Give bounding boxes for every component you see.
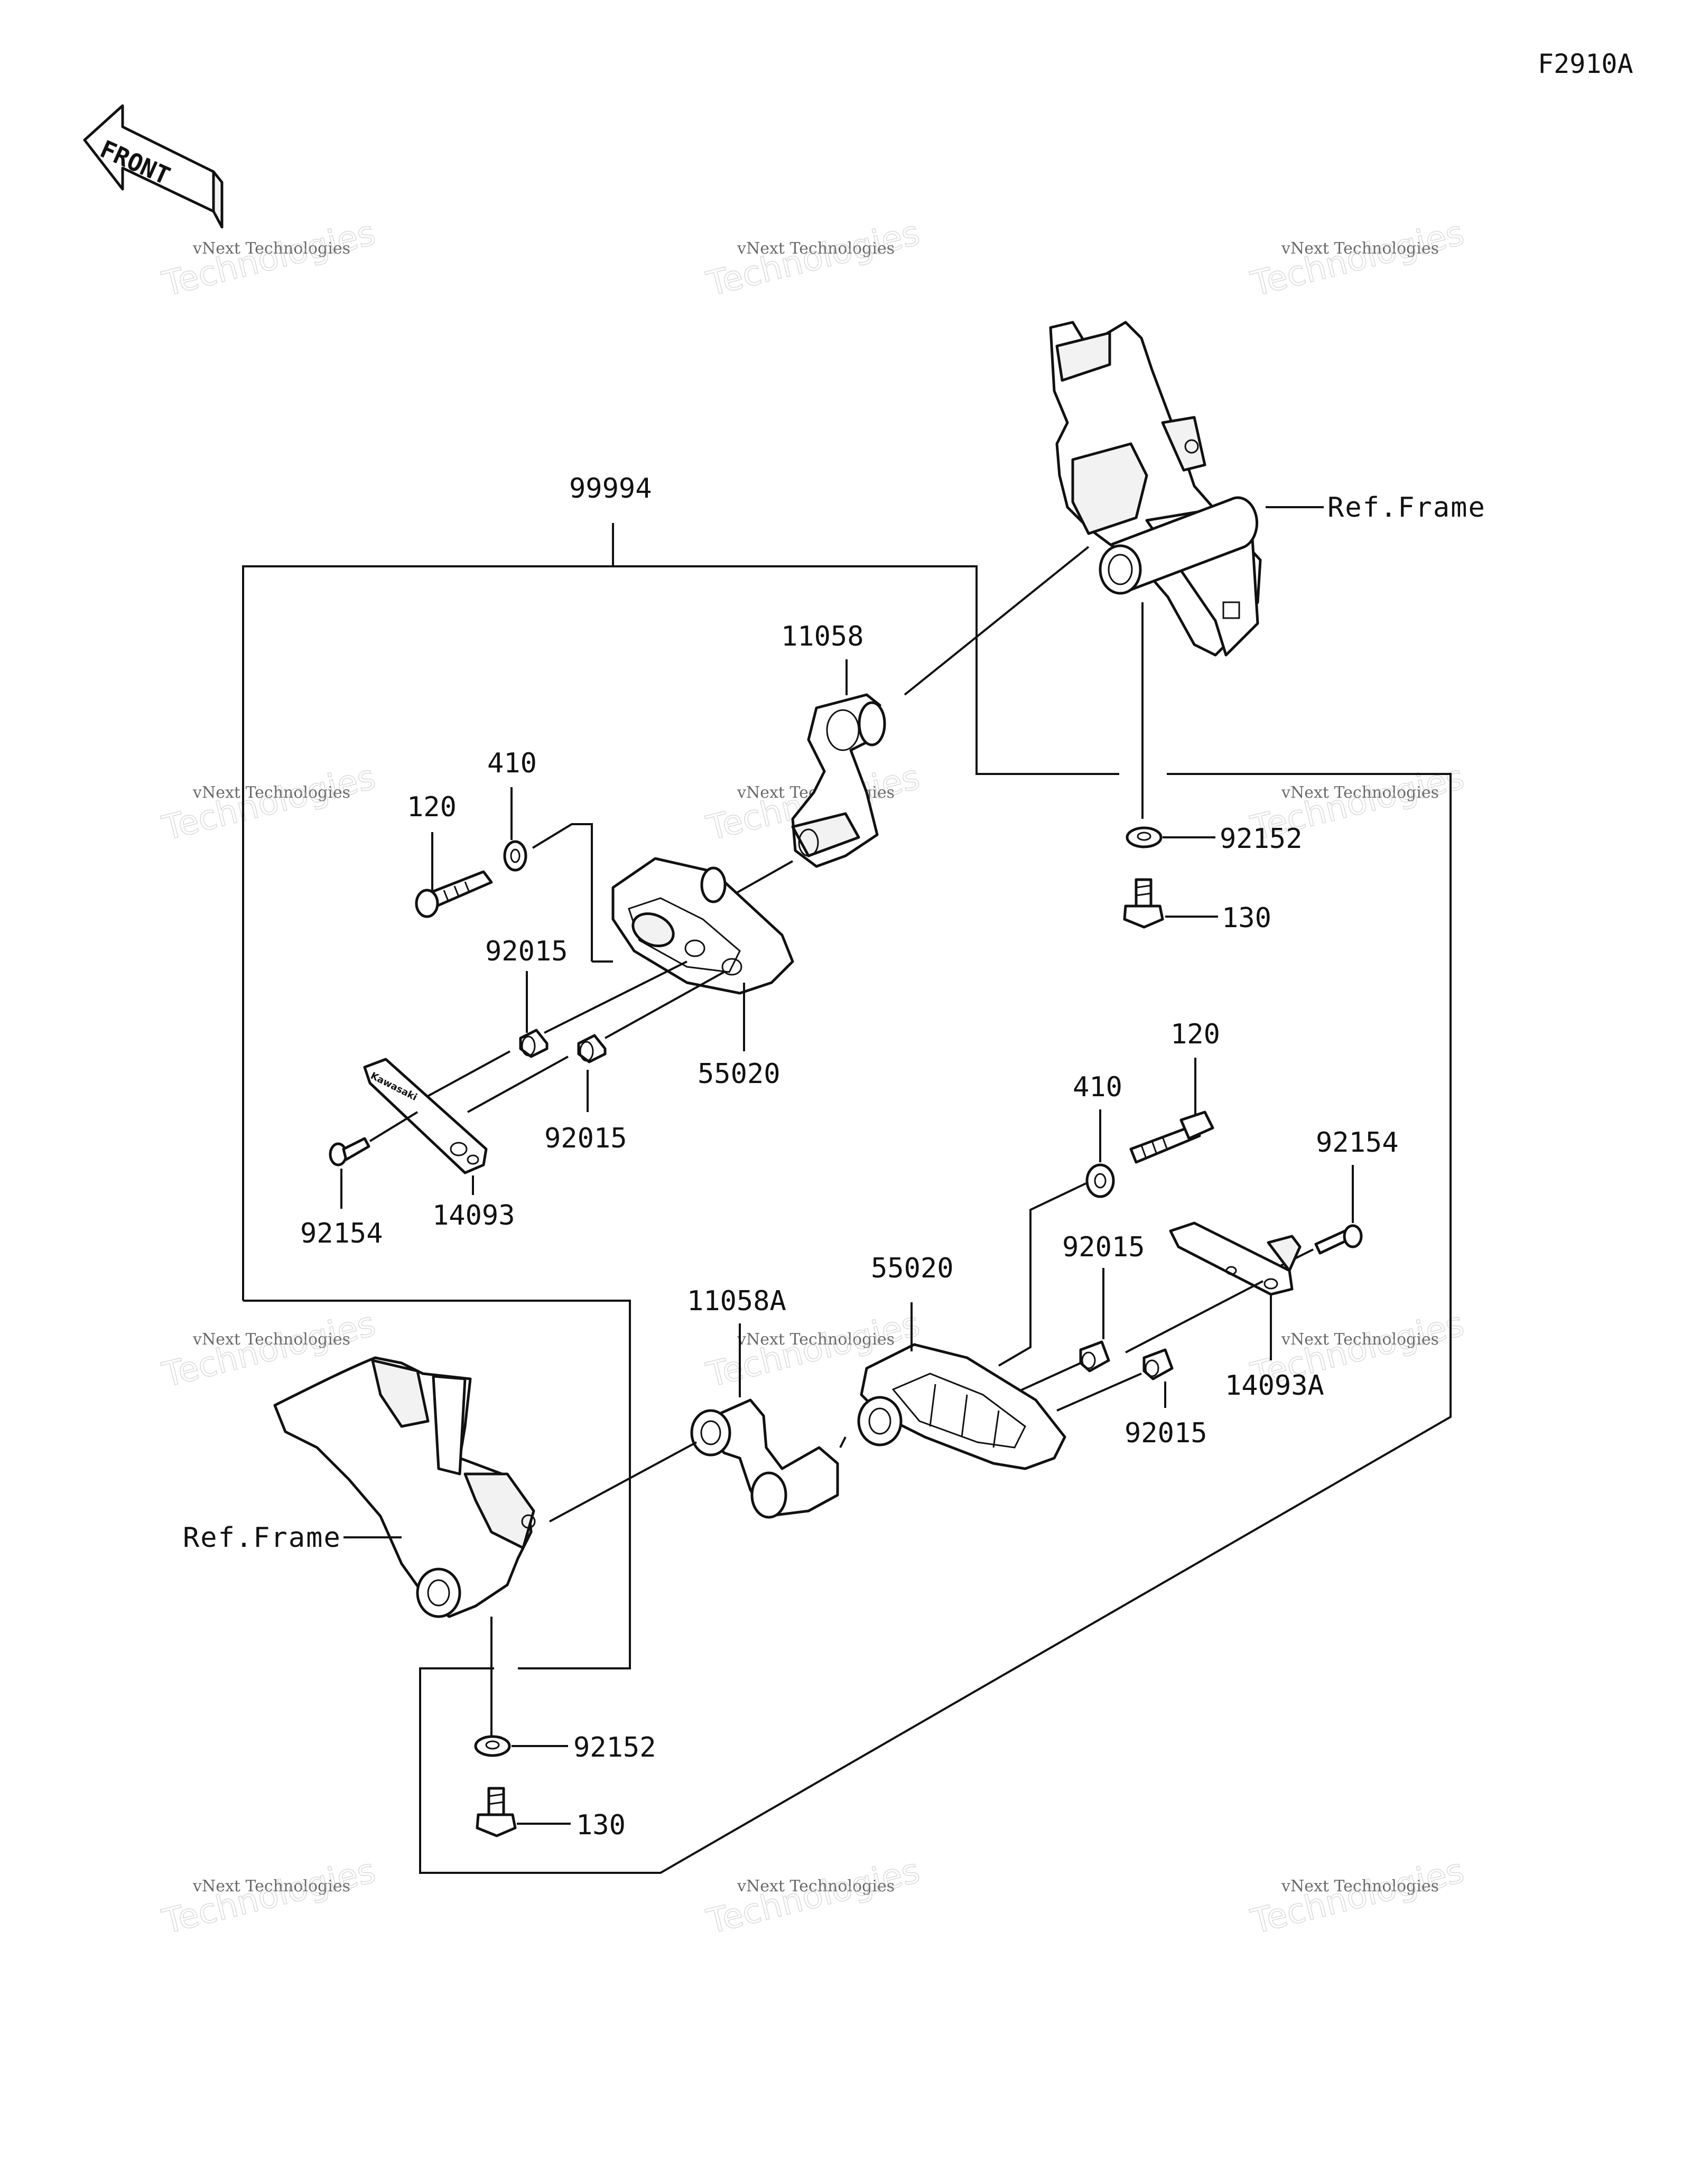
part-55020-lower	[857, 1302, 1066, 1470]
part-130-upper	[1123, 878, 1218, 929]
svg-text:Technologies: Technologies	[703, 1851, 924, 1942]
svg-text:Technologies: Technologies	[703, 213, 924, 304]
frame-lower	[273, 1356, 536, 1738]
svg-text:Technologies: Technologies	[1247, 1851, 1468, 1942]
part-120-upper	[415, 832, 493, 918]
part-55020-upper-label: 55020	[698, 1058, 781, 1090]
part-11058	[731, 659, 886, 897]
part-92154-upper	[329, 1111, 419, 1209]
svg-text:vNext Technologies: vNext Technologies	[737, 1330, 895, 1349]
svg-text:Technologies: Technologies	[1247, 213, 1468, 304]
front-arrow-icon: FRONT	[83, 104, 224, 229]
part-92152-upper-label: 92152	[1220, 823, 1303, 855]
watermark: vNext Technologies Technologies	[158, 758, 379, 849]
svg-text:vNext Technologies: vNext Technologies	[192, 239, 350, 258]
svg-text:Technologies: Technologies	[159, 213, 379, 304]
part-11058A	[549, 1323, 847, 1523]
watermark: vNext Technologies Technologies	[158, 213, 379, 305]
part-55020-upper	[592, 857, 794, 1051]
part-14093A-label: 14093A	[1225, 1370, 1324, 1402]
part-92015-upper-left-label: 92015	[485, 936, 568, 967]
svg-text:vNext Technologies: vNext Technologies	[1281, 1877, 1439, 1896]
svg-text:Technologies: Technologies	[159, 1851, 379, 1942]
watermarks: vNext Technologies Technologies vNext Te…	[158, 213, 1468, 1943]
svg-text:vNext Technologies: vNext Technologies	[1281, 783, 1439, 802]
svg-text:vNext Technologies: vNext Technologies	[737, 239, 895, 258]
svg-text:Technologies: Technologies	[159, 758, 379, 848]
watermark: vNext Technologies Technologies	[158, 1851, 379, 1943]
part-11058A-label: 11058A	[687, 1285, 786, 1317]
part-92154-upper-label: 92154	[300, 1218, 383, 1249]
ref-frame-upper-label: Ref.Frame	[1327, 492, 1486, 524]
assembly-label: 99994	[569, 473, 652, 505]
part-14093A	[1125, 1221, 1302, 1360]
part-11058-label: 11058	[781, 621, 864, 652]
part-410-upper-label: 410	[487, 748, 537, 779]
part-130-lower-label: 130	[576, 1809, 626, 1841]
part-120-upper-label: 120	[407, 791, 457, 823]
part-92154-lower-label: 92154	[1316, 1127, 1399, 1159]
watermark: vNext Technologies Technologies	[1247, 213, 1468, 305]
part-92152-lower	[474, 1735, 568, 1757]
part-92152-upper	[1126, 602, 1215, 848]
svg-text:vNext Technologies: vNext Technologies	[192, 783, 350, 802]
svg-text:vNext Technologies: vNext Technologies	[192, 1330, 350, 1349]
part-410-lower-label: 410	[1073, 1071, 1122, 1103]
part-130-upper-label: 130	[1222, 902, 1271, 934]
svg-text:vNext Technologies: vNext Technologies	[737, 1877, 895, 1896]
part-92015-lower-left-label: 92015	[1062, 1231, 1145, 1263]
part-14093-label: 14093	[432, 1200, 515, 1231]
part-120-lower-label: 120	[1170, 1019, 1220, 1050]
part-92015-upper-right	[467, 971, 724, 1113]
part-92015-upper-right-label: 92015	[544, 1123, 627, 1154]
svg-text:vNext Technologies: vNext Technologies	[1281, 1330, 1439, 1349]
watermark: vNext Technologies Technologies	[702, 213, 924, 305]
figure-code: F2910A	[1538, 49, 1633, 79]
part-92015-lower-right-label: 92015	[1125, 1417, 1207, 1449]
part-130-lower	[476, 1787, 571, 1837]
svg-text:vNext Technologies: vNext Technologies	[192, 1877, 350, 1896]
part-120-lower	[1129, 1058, 1214, 1164]
part-14093: Kawasaki	[363, 1058, 488, 1195]
part-410-lower	[998, 1109, 1115, 1367]
assembly-outline	[242, 523, 1452, 1874]
part-92015-lower-left	[993, 1268, 1110, 1404]
watermark: vNext Technologies Technologies	[702, 1851, 924, 1943]
frame-upper	[904, 321, 1324, 696]
part-92015-upper-left	[422, 960, 687, 1100]
svg-text:vNext Technologies: vNext Technologies	[1281, 239, 1439, 258]
part-92015-lower-right	[1056, 1348, 1174, 1412]
part-55020-lower-label: 55020	[871, 1253, 954, 1284]
part-92152-lower-label: 92152	[573, 1732, 656, 1763]
ref-frame-lower-label: Ref.Frame	[183, 1522, 341, 1554]
watermark: vNext Technologies Technologies	[1247, 1851, 1468, 1943]
part-410-upper	[503, 787, 593, 962]
